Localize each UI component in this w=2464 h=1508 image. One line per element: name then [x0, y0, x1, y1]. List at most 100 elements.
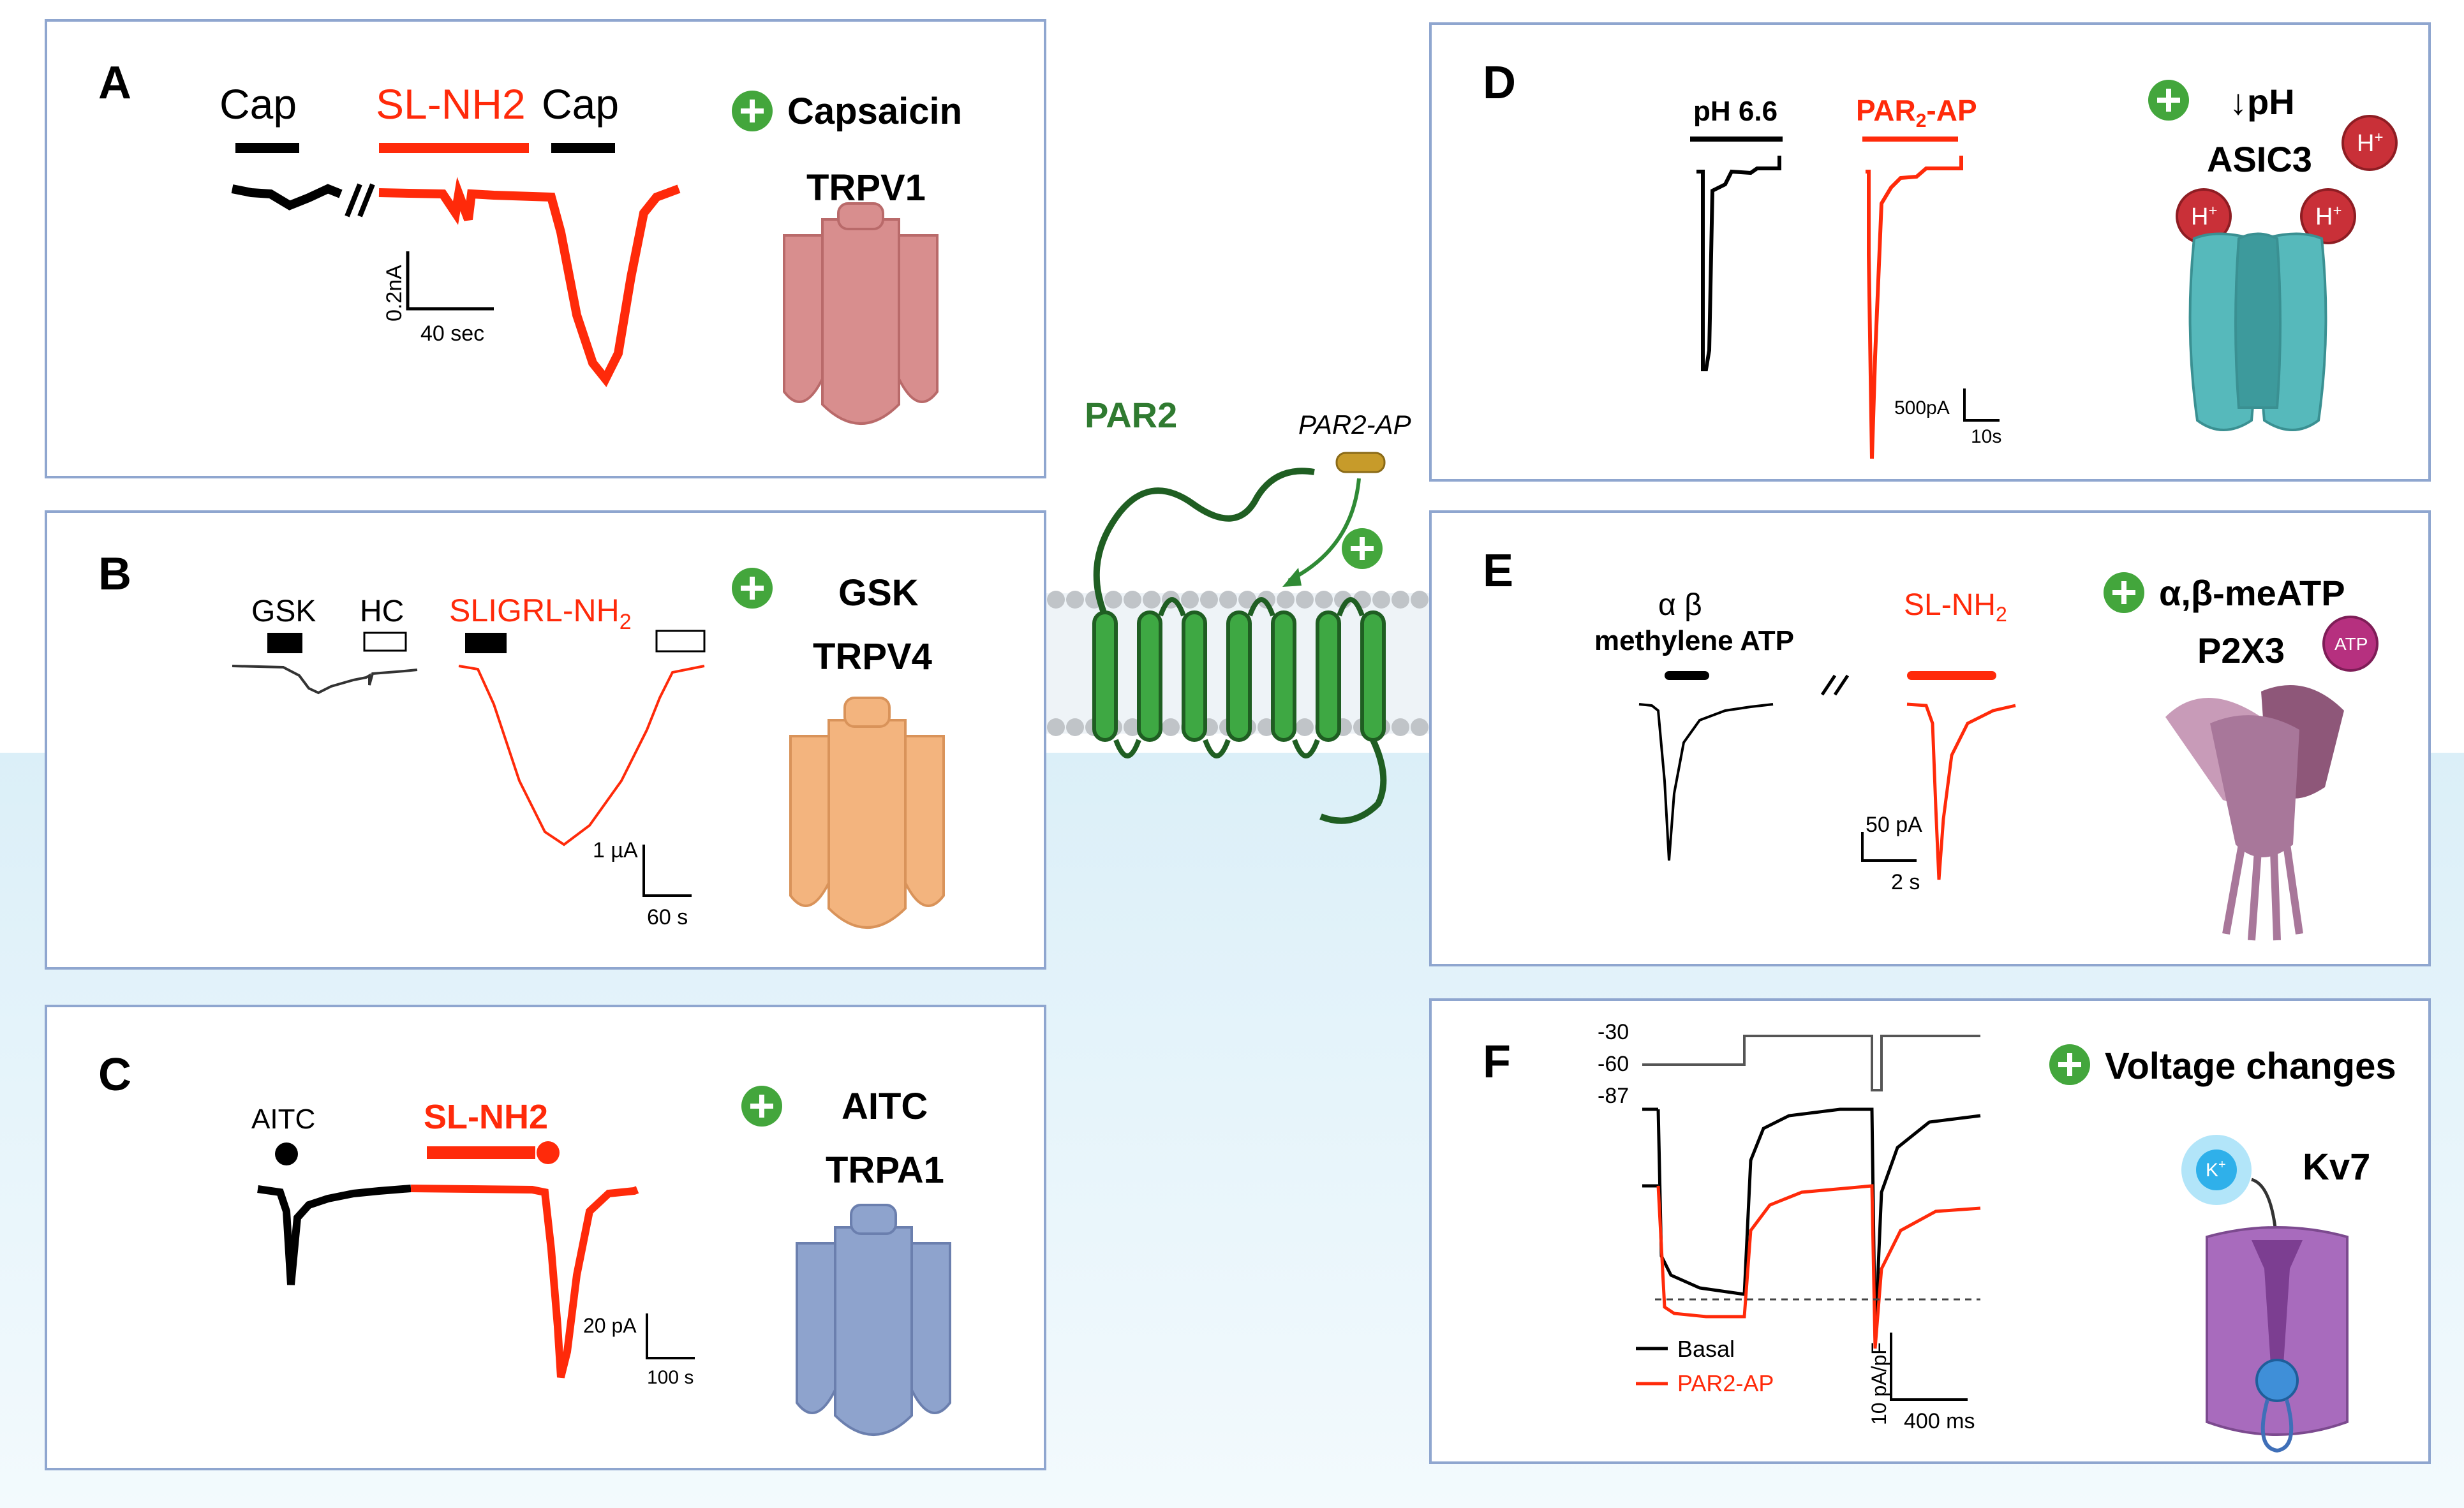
red-trace — [1656, 1184, 1981, 1349]
legend-par2: PAR2-AP — [1677, 1370, 1774, 1396]
svg-text:H+: H+ — [2315, 202, 2342, 230]
cap-label-2: Cap — [542, 80, 619, 128]
hc-label: HC — [360, 595, 404, 628]
svg-text:H+: H+ — [2191, 202, 2217, 230]
agonist-label: SL-NH2 — [424, 1098, 548, 1136]
scale-x-label: 10s — [1971, 426, 2001, 447]
p2x3-channel-icon — [2165, 685, 2344, 941]
black-trace — [232, 665, 418, 695]
aitc-marker-2 — [537, 1141, 560, 1164]
scale-bar — [642, 845, 692, 897]
c-terminus — [1319, 738, 1387, 824]
scale-y-label: 20 pA — [583, 1314, 637, 1337]
trpv1-channel-icon — [783, 202, 939, 425]
hc-bar — [363, 632, 407, 652]
cap-bar-1 — [235, 143, 299, 153]
plus-sign — [741, 577, 764, 600]
scale-bar — [406, 251, 494, 311]
red-trace — [378, 177, 681, 387]
scale-x-label: 2 s — [1891, 870, 1920, 894]
scale-y-label: 1 µA — [593, 838, 638, 862]
channel-label: TRPV1 — [806, 167, 926, 209]
holding-ticks — [1642, 1107, 1658, 1188]
panel-a: A Cap SL-NH2 Cap 0.2nA 40 sec Capsaicin … — [45, 19, 1046, 478]
panel-letter: A — [98, 57, 131, 108]
scale-bar — [646, 1313, 695, 1359]
scale-x-label: 60 s — [647, 905, 688, 929]
break-marks — [345, 183, 375, 218]
atp-icon: ATP — [2322, 616, 2379, 672]
ph-label: pH 6.6 — [1693, 96, 1777, 127]
red-trace — [1906, 702, 2016, 880]
ligand-label: PAR2-AP — [1298, 410, 1411, 440]
proton-icon: H+ H+ H+ — [2176, 115, 2398, 244]
scale-y-label: 500pA — [1894, 397, 1950, 418]
panel-e: E α β methylene ATP SL-NH2 50 pA 2 s α,β… — [1429, 510, 2431, 966]
red-trace — [458, 665, 705, 846]
panel-f: F -30 -60 -87 Basal PAR2-AP 10 pA/pF 400… — [1429, 998, 2431, 1464]
channel-label: Kv7 — [2303, 1146, 2370, 1188]
panel-letter: F — [1483, 1037, 1511, 1088]
hc-bar-2 — [655, 630, 706, 653]
svg-text:ATP: ATP — [2334, 634, 2368, 654]
black-trace — [231, 184, 343, 211]
svg-text:H+: H+ — [2357, 129, 2383, 157]
scale-y-label: 0.2nA — [382, 265, 406, 322]
voltage-label-1: -30 — [1598, 1020, 1629, 1044]
panel-letter: D — [1483, 57, 1516, 108]
agonist-label: SL-NH2 — [1904, 588, 2007, 626]
agonist-bar — [1862, 137, 1958, 142]
potassium-ion-icon: K+ — [2181, 1135, 2252, 1205]
agonist-label: PAR2-AP — [1856, 94, 1977, 131]
activator-label: AITC — [842, 1086, 928, 1127]
cap-bar-2 — [551, 143, 615, 153]
activator-label: Voltage changes — [2105, 1046, 2396, 1087]
scale-y-label: 50 pA — [1866, 813, 1922, 837]
voltage-protocol — [1642, 1035, 1980, 1091]
ab-label: α β — [1658, 588, 1702, 622]
panel-b: B GSK HC SLIGRL-NH2 1 µA 60 s GSK TRPV4 — [45, 510, 1046, 970]
activator-label: ↓pH — [2229, 82, 2295, 122]
agonist-bar — [379, 143, 529, 153]
aitc-label: AITC — [251, 1104, 315, 1135]
break-marks — [1820, 674, 1850, 696]
plus-sign — [750, 1095, 773, 1118]
gsk-label: GSK — [251, 595, 316, 628]
panel-letter: B — [98, 549, 131, 600]
trpa1-channel-icon — [796, 1204, 951, 1436]
scale-x-label: 100 s — [647, 1367, 694, 1388]
cap-label-1: Cap — [219, 80, 297, 128]
scale-y-label: 10 pA/pF — [1867, 1342, 1890, 1425]
channel-label: ASIC3 — [2207, 139, 2312, 179]
loops — [1113, 597, 1365, 758]
plus-sign — [741, 100, 764, 122]
scale-bar — [1963, 388, 2000, 422]
scale-bar — [1890, 1333, 1968, 1401]
trpv4-channel-icon — [789, 697, 945, 929]
ligand-peptide-icon — [1335, 452, 1386, 473]
activator-label: α,β-meATP — [2159, 573, 2345, 613]
kv7-channel-icon — [2206, 1226, 2349, 1453]
black-trace — [1638, 703, 1774, 861]
channel-label: TRPA1 — [826, 1149, 944, 1191]
par2-receptor-diagram: PAR2 PAR2-AP — [1046, 357, 1429, 919]
plus-sign — [1351, 537, 1374, 560]
channel-label: P2X3 — [2197, 630, 2285, 670]
red-trace — [1866, 156, 1963, 459]
black-trace — [1696, 156, 1781, 371]
scale-x-label: 400 ms — [1904, 1409, 1975, 1433]
scale-x-label: 40 sec — [420, 322, 484, 346]
arrow-head — [1282, 568, 1302, 587]
ab-label-2: methylene ATP — [1594, 625, 1794, 656]
legend-basal: Basal — [1677, 1336, 1735, 1362]
panel-letter: E — [1483, 545, 1513, 596]
plus-sign — [2112, 581, 2135, 604]
plus-sign — [2058, 1053, 2081, 1076]
panel-c: C AITC SL-NH2 20 pA 100 s AITC TRPA1 — [45, 1005, 1046, 1470]
voltage-label-2: -60 — [1598, 1052, 1629, 1076]
agonist-label: SL-NH2 — [376, 80, 526, 128]
svg-text:K+: K+ — [2206, 1158, 2226, 1181]
agonist-label: SLIGRL-NH2 — [449, 593, 632, 634]
agonist-bar — [1907, 671, 1996, 680]
receptor-label: PAR2 — [1085, 395, 1177, 435]
